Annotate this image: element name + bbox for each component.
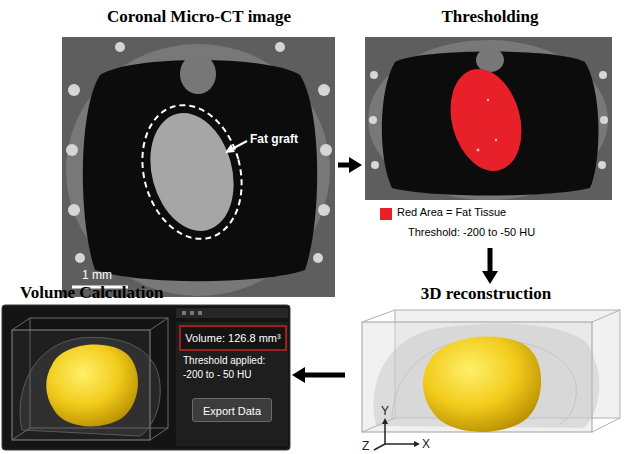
- threshold-image: [365, 37, 612, 200]
- export-button: Export Data: [192, 398, 272, 422]
- legend-swatch: [380, 208, 392, 220]
- flow-arrow: [338, 157, 362, 173]
- axis-label: Z: [362, 439, 369, 453]
- panel-heading: Thresholding: [441, 2, 538, 32]
- scale-bar-label: 1 mm: [82, 268, 112, 282]
- panel-heading: Volume Calculation: [20, 282, 163, 304]
- legend-text: Red Area = Fat Tissue: [397, 206, 506, 218]
- arrowhead: [292, 367, 305, 383]
- image-panel: Volume CalculationVolume: 126.8 mm³ Expor…: [2, 282, 292, 450]
- volume-readout: Volume: 126.8 mm³: [180, 326, 286, 350]
- flow-arrow: [292, 367, 345, 383]
- axis-label: Y: [381, 404, 389, 418]
- arrowhead: [482, 271, 498, 284]
- axis-label: X: [422, 437, 430, 451]
- arrowhead: [349, 157, 362, 173]
- image-panel: 3D reconstruction: [345, 284, 627, 452]
- node-text: Volume: 126.8 mm³: [185, 326, 280, 350]
- flow-arrow: [482, 248, 498, 284]
- threshold-note: Threshold: -200 to -50 HU: [408, 226, 535, 238]
- arrow-shaft: [488, 248, 493, 273]
- arrow-shaft: [303, 373, 345, 378]
- panel-heading: 3D reconstruction: [421, 284, 551, 304]
- threshold-readout: -200 to - 50 HU: [183, 369, 251, 380]
- callout-label: Fat graft: [250, 132, 298, 146]
- image-panel: Coronal Micro-CT image: [60, 2, 338, 299]
- node-text: Export Data: [203, 399, 261, 423]
- threshold-readout: Threshold applied:: [183, 355, 265, 366]
- software-screen: [2, 305, 290, 450]
- ct-image: [62, 37, 335, 297]
- panel-heading: Coronal Micro-CT image: [107, 2, 291, 32]
- reconstruction-image: [345, 305, 625, 452]
